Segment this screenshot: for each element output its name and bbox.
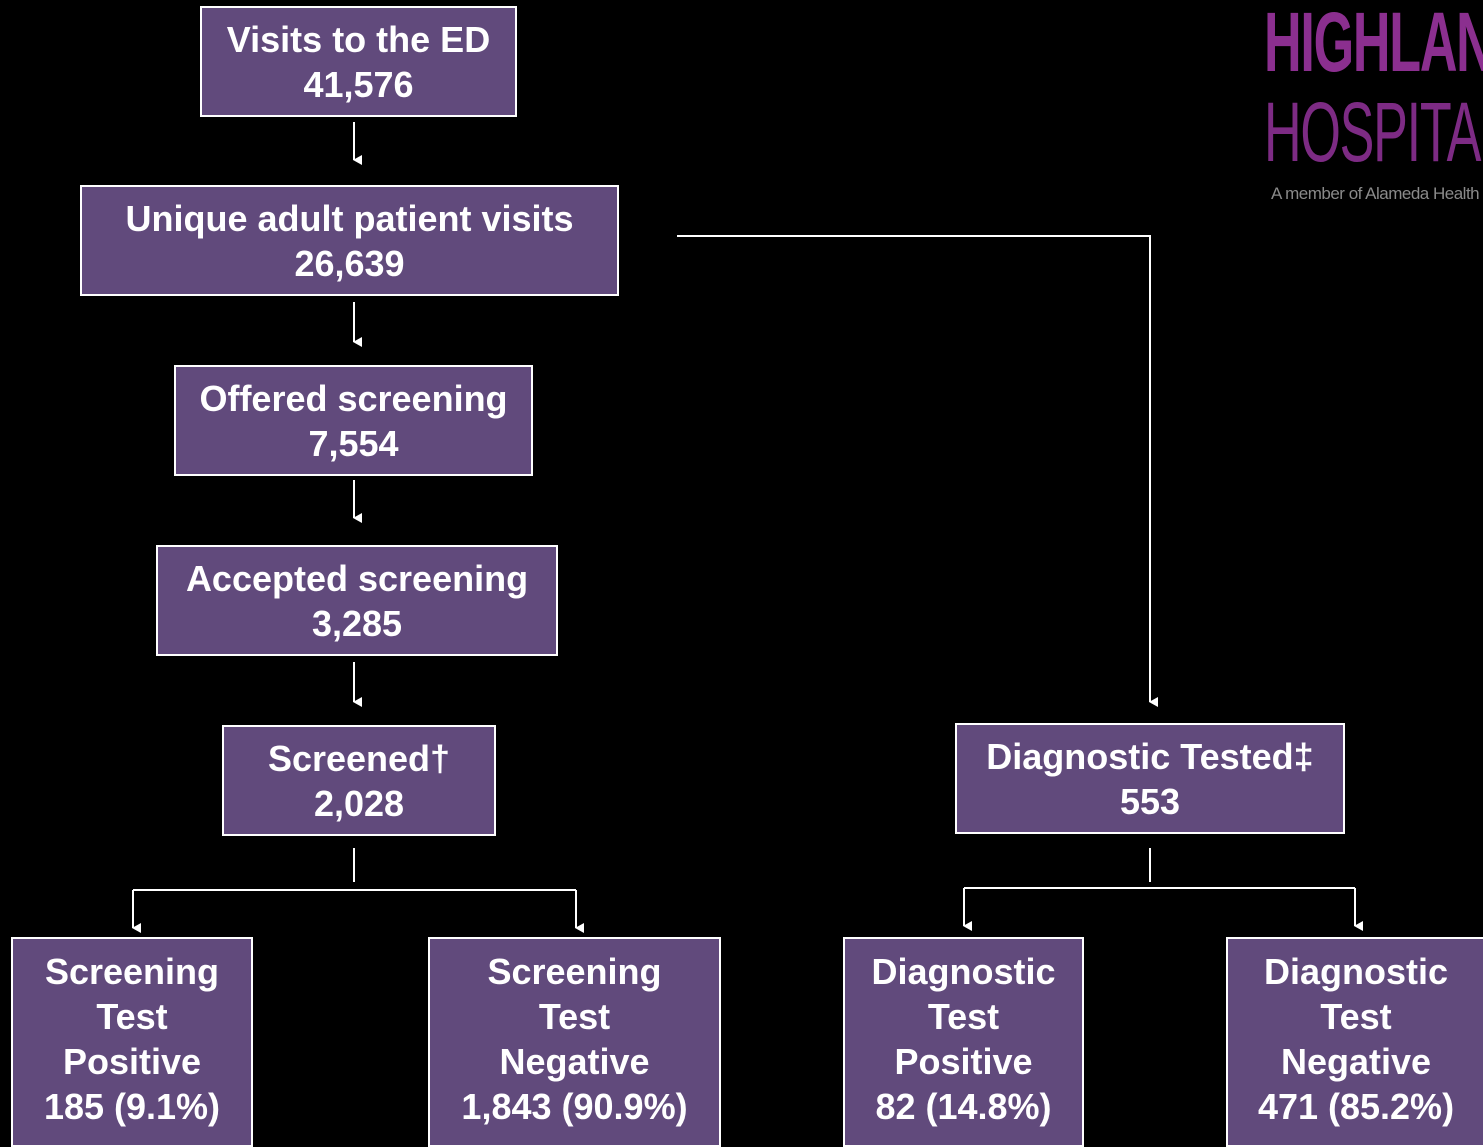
- box-value: 1,843 (90.9%): [461, 1086, 688, 1127]
- box-screening-test-positive: Screening Test Positive 185 (9.1%): [11, 937, 253, 1147]
- box-label: Accepted screening: [185, 557, 529, 599]
- box-label: Offered screening: [199, 377, 508, 419]
- box-value: 553: [1119, 780, 1181, 822]
- box-label: Unique adult patient visits: [125, 197, 574, 239]
- box-line: Negative: [499, 1041, 650, 1082]
- box-diagnostic-test-positive: Diagnostic Test Positive 82 (14.8%): [843, 937, 1084, 1147]
- box-offered-screening: Offered screening 7,554: [174, 365, 533, 476]
- box-accepted-screening: Accepted screening 3,285: [156, 545, 558, 656]
- box-unique-adult-visits: Unique adult patient visits 26,639: [80, 185, 619, 296]
- box-line: Test: [927, 996, 1000, 1037]
- box-line: Screening: [44, 951, 220, 992]
- hospital-logo: HIGHLAN HOSPITA A member of Alameda Heal…: [1262, 0, 1483, 210]
- box-line: Positive: [62, 1041, 202, 1082]
- box-label: Screened†: [267, 737, 451, 779]
- box-diagnostic-test-negative: Diagnostic Test Negative 471 (85.2%): [1226, 937, 1483, 1147]
- box-diagnostic-tested: Diagnostic Tested‡ 553: [955, 723, 1345, 834]
- box-line: Diagnostic: [1263, 951, 1449, 992]
- box-value: 185 (9.1%): [43, 1086, 221, 1127]
- box-label: Diagnostic Tested‡: [986, 735, 1314, 777]
- box-value: 26,639: [294, 242, 405, 284]
- logo-line-1: HIGHLAN: [1264, 0, 1483, 89]
- box-label: Visits to the ED: [226, 18, 491, 60]
- box-value: 2,028: [313, 782, 405, 824]
- box-screened: Screened† 2,028: [222, 725, 496, 836]
- box-value: 41,576: [303, 63, 414, 105]
- logo-tagline: A member of Alameda Health: [1271, 184, 1480, 203]
- logo-line-2: HOSPITA: [1264, 85, 1481, 179]
- box-screening-test-negative: Screening Test Negative 1,843 (90.9%): [428, 937, 721, 1147]
- box-value: 471 (85.2%): [1257, 1086, 1455, 1127]
- box-value: 7,554: [308, 422, 399, 464]
- box-value: 3,285: [311, 602, 403, 644]
- box-line: Negative: [1280, 1041, 1432, 1082]
- box-line: Test: [1320, 996, 1392, 1037]
- box-line: Test: [96, 996, 168, 1037]
- box-value: 82 (14.8%): [875, 1086, 1052, 1127]
- box-line: Diagnostic: [871, 951, 1056, 992]
- box-line: Screening: [487, 951, 662, 992]
- box-visits-ed: Visits to the ED 41,576: [200, 6, 517, 117]
- box-line: Test: [538, 996, 611, 1037]
- box-line: Positive: [894, 1041, 1033, 1082]
- connector-unique-to-diagnostic: [677, 235, 1158, 707]
